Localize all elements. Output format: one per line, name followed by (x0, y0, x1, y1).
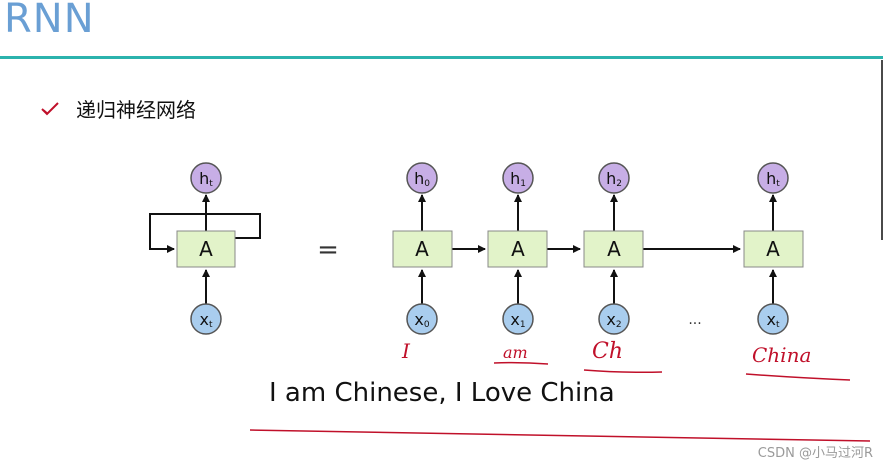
handwritten-annotations: I am Ch China (401, 339, 811, 367)
slide-title: RNN (4, 0, 95, 42)
recurrent-loop-left (149, 213, 206, 253)
unrolled-step-0: A h0 x0 (392, 162, 453, 335)
rnn-cell (392, 230, 453, 268)
hidden-label: h (199, 169, 209, 188)
input-node (598, 303, 630, 335)
hidden-subscript: 0 (424, 179, 430, 189)
svg-text:h1: h1 (510, 169, 526, 189)
handwritten-word: Ch (592, 339, 623, 364)
input-node (757, 303, 789, 335)
handwritten-underlines (249, 361, 871, 442)
input-subscript: 1 (520, 320, 526, 330)
svg-text:h0: h0 (414, 169, 430, 189)
hidden-state-node (502, 162, 534, 194)
hidden-label: h (414, 169, 424, 188)
svg-text:ht: ht (766, 169, 780, 189)
hidden-state-node (598, 162, 630, 194)
unrolled-step-2: A h2 x2 (583, 162, 644, 335)
rnn-cell (176, 230, 236, 268)
checkmark-icon (41, 101, 59, 115)
input-subscript: 0 (424, 320, 430, 330)
input-label: x (510, 310, 519, 329)
equals-sign: = (317, 235, 339, 265)
rnn-cell (487, 230, 548, 268)
bullet-point: 递归神经网络 (40, 94, 196, 123)
handwritten-word: China (752, 343, 811, 367)
svg-text:xt: xt (767, 310, 780, 330)
svg-text:x2: x2 (606, 310, 621, 330)
hidden-state-node (757, 162, 789, 194)
cell-label: A (766, 237, 780, 261)
hidden-label: h (510, 169, 520, 188)
svg-text:ht: ht (199, 169, 213, 189)
hidden-subscript: 1 (520, 179, 526, 189)
folded-rnn: A ht xt (149, 162, 261, 335)
unrolled-step-1: A h1 x1 (487, 162, 548, 335)
rnn-cell (583, 230, 644, 268)
recurrent-loop-right (206, 213, 261, 239)
input-node (406, 303, 438, 335)
cell-label: A (511, 237, 525, 261)
cell-label: A (415, 237, 429, 261)
unrolled-step-t: A ht xt (743, 162, 804, 335)
input-subscript: t (776, 320, 780, 330)
svg-text:xt: xt (200, 310, 213, 330)
input-subscript: 2 (616, 320, 622, 330)
handwritten-word: am (503, 343, 528, 362)
input-subscript: t (209, 320, 213, 330)
input-label: x (200, 310, 209, 329)
input-label: x (606, 310, 615, 329)
svg-text:h2: h2 (606, 169, 622, 189)
hidden-state-node (190, 162, 222, 194)
title-divider (0, 56, 883, 59)
hidden-label: h (606, 169, 616, 188)
hidden-subscript: 2 (616, 179, 622, 189)
example-sentence: I am Chinese, I Love China (269, 378, 615, 408)
hidden-subscript: t (776, 179, 780, 189)
handwritten-word: I (401, 339, 411, 363)
input-label: x (767, 310, 776, 329)
svg-text:x1: x1 (510, 310, 525, 330)
hidden-label: h (766, 169, 776, 188)
hidden-state-node (406, 162, 438, 194)
rnn-cell (743, 230, 804, 268)
input-node (190, 303, 222, 335)
watermark: CSDN @小马过河R (757, 446, 873, 461)
input-node (502, 303, 534, 335)
cell-label: A (199, 237, 213, 261)
input-label: x (414, 310, 423, 329)
bullet-text: 递归神经网络 (76, 98, 196, 122)
window-edge (881, 60, 883, 240)
svg-text:x0: x0 (414, 310, 429, 330)
cell-label: A (607, 237, 621, 261)
ellipsis: ... (688, 312, 701, 328)
hidden-subscript: t (209, 179, 213, 189)
